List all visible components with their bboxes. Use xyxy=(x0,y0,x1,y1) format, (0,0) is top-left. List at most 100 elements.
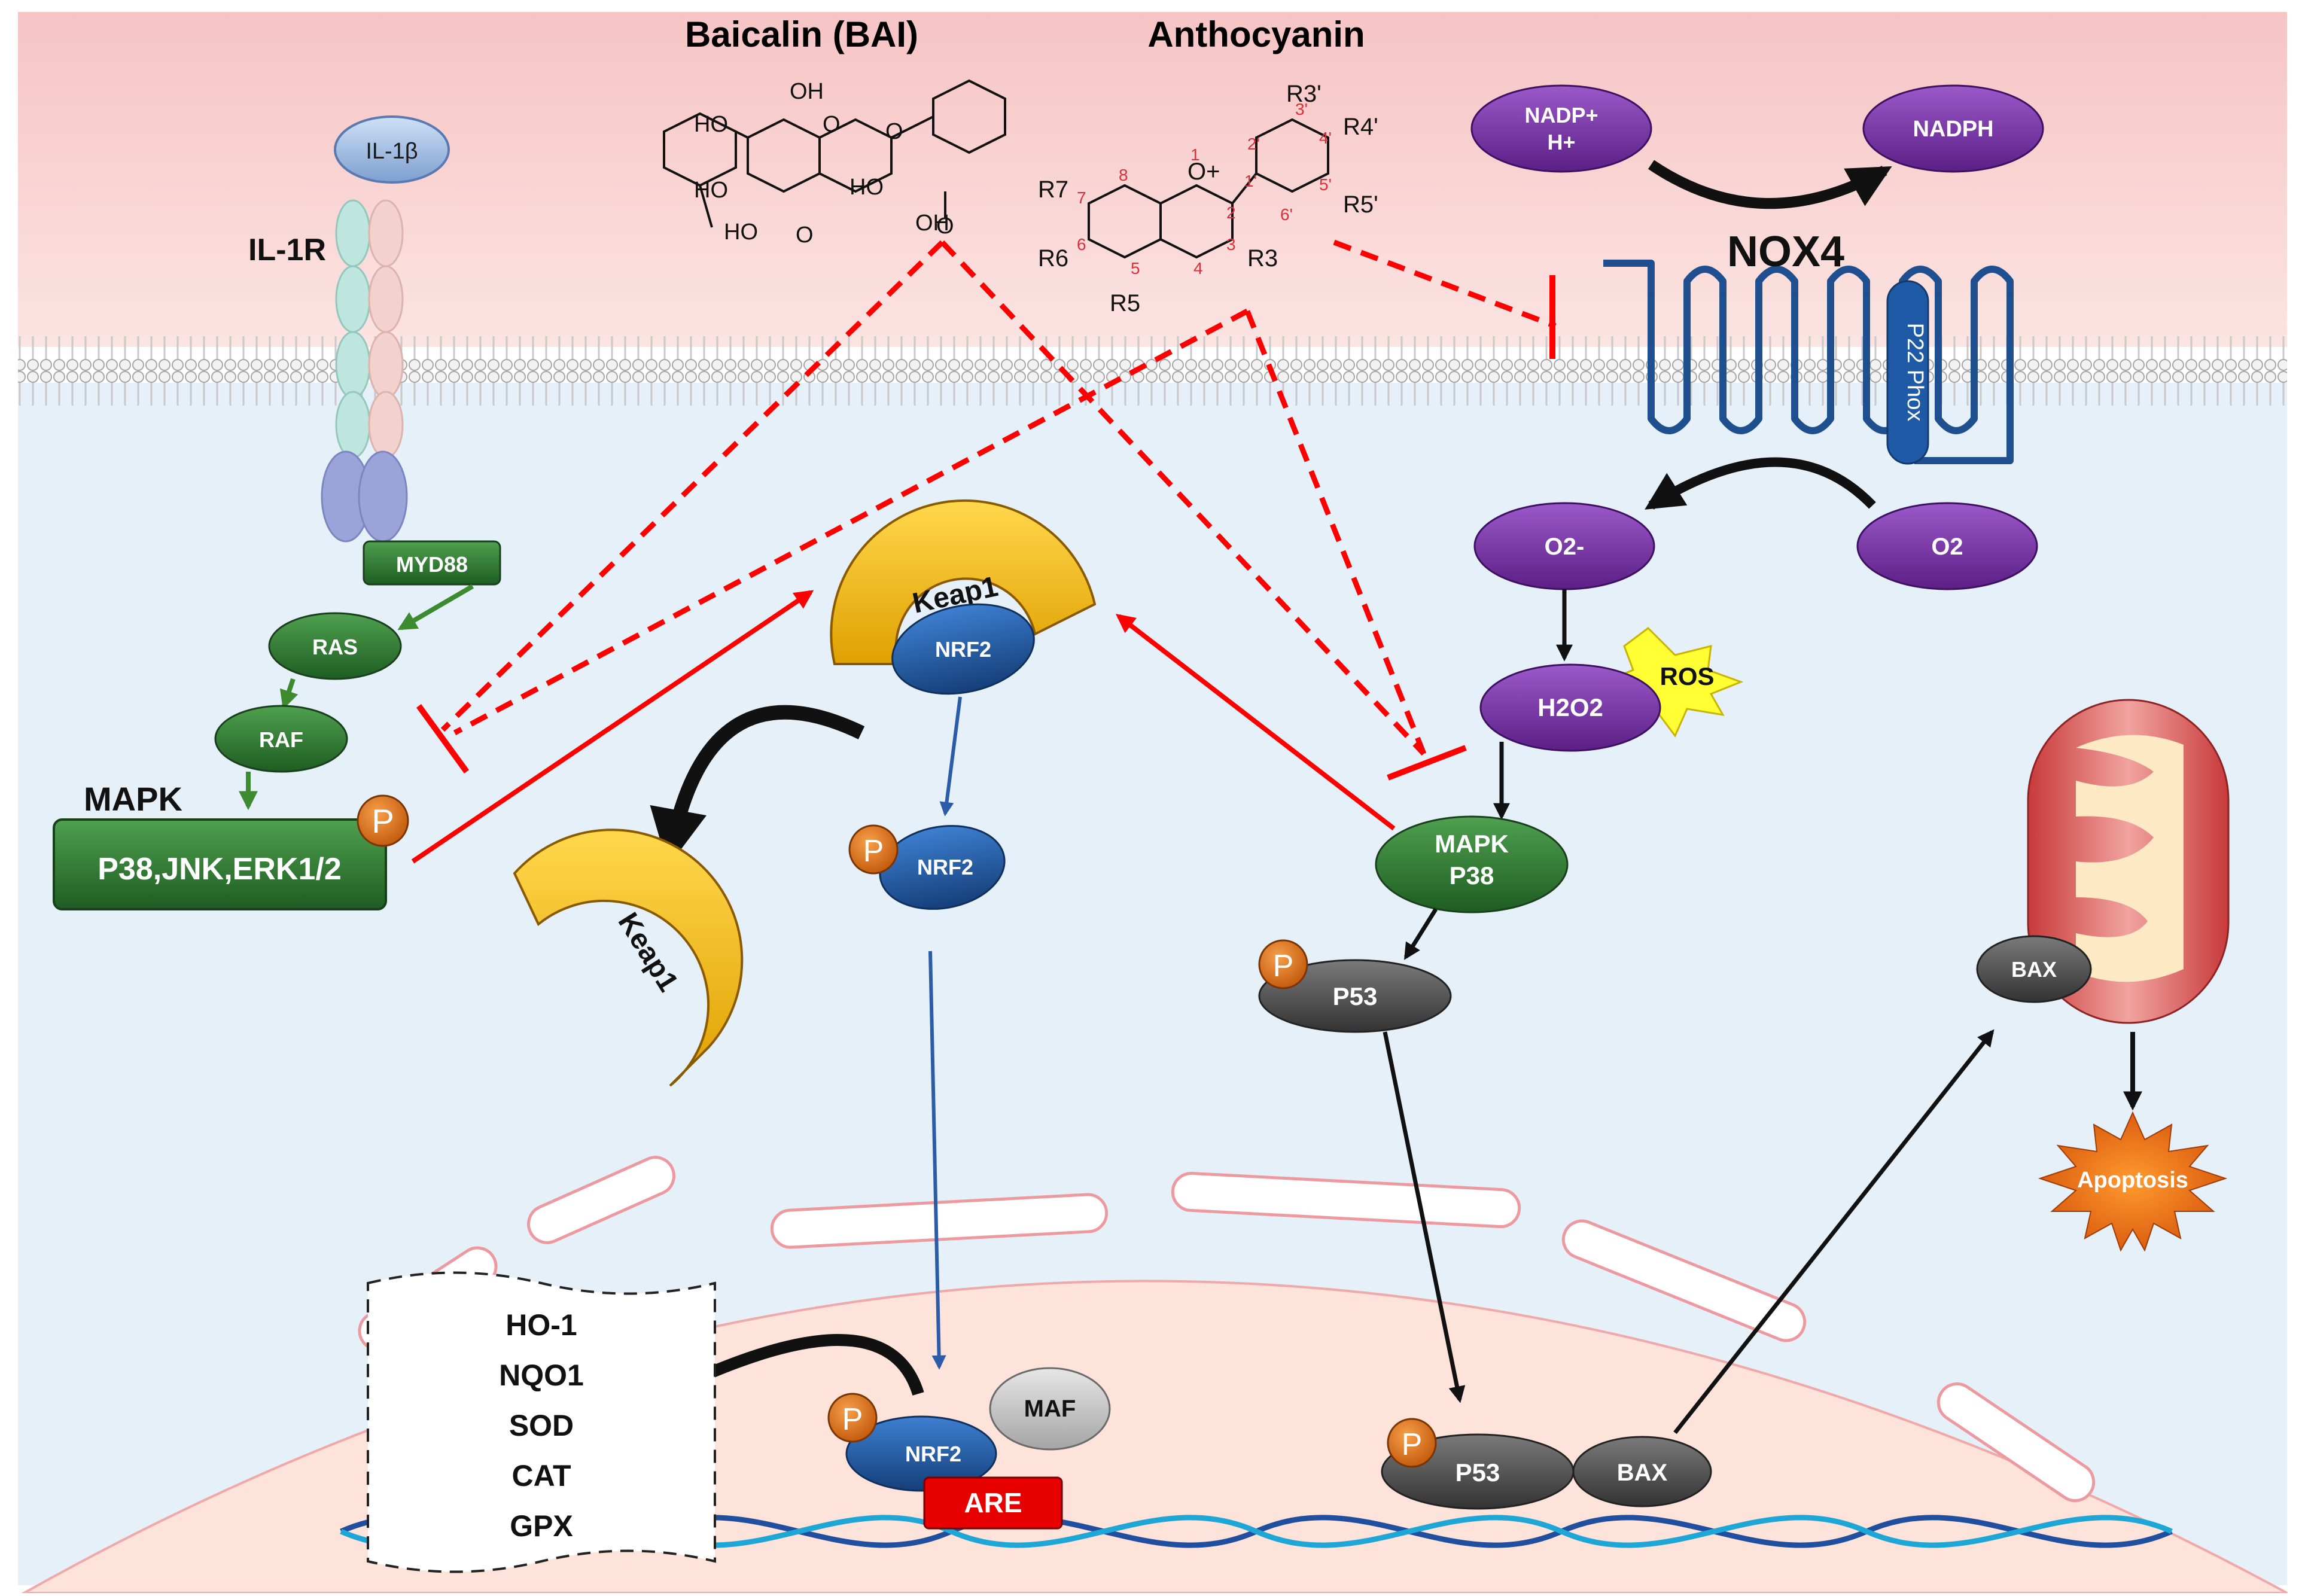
nrf2-bound-node xyxy=(891,603,1035,695)
p53-nuclear-phospho-label: P xyxy=(1402,1427,1423,1462)
nadp-node xyxy=(1470,84,1652,173)
svg-text:R5': R5' xyxy=(1343,191,1378,218)
anthocyanin-atoms: R3' R4' R5' R7 R6 R5 R3 O+ xyxy=(1038,81,1378,316)
p22-phox-label: P22 Phox xyxy=(1902,323,1928,422)
baicalin-title: Baicalin (BAI) xyxy=(685,14,918,54)
nrf2-phospho-label: P xyxy=(863,834,884,869)
p53-phospho-badge xyxy=(1258,939,1308,989)
svg-text:R7: R7 xyxy=(1038,176,1068,203)
mapk-p38-node xyxy=(1375,815,1569,913)
arrow-nrf2-genes xyxy=(655,1334,924,1399)
arrow-ras-raf xyxy=(279,678,299,710)
anthocyanin-title: Anthocyanin xyxy=(1147,14,1365,54)
are-label: ARE xyxy=(964,1487,1022,1518)
svg-text:3': 3' xyxy=(1295,100,1308,118)
h2o2-label: H2O2 xyxy=(1537,693,1603,721)
arrow-nrf2-nucleus xyxy=(928,951,946,1370)
arrow-keap1-release xyxy=(650,705,865,867)
nox4-transmembrane xyxy=(1603,260,2014,464)
svg-text:2': 2' xyxy=(1247,135,1260,153)
arrow-bax-mito xyxy=(1673,1029,1995,1434)
mapk-group-label: MAPK xyxy=(84,780,182,818)
arrow-p38-keap1 xyxy=(1115,614,1396,831)
ros-label: ROS xyxy=(1660,662,1714,690)
o2-node xyxy=(1856,502,2038,590)
svg-text:5': 5' xyxy=(1319,175,1332,194)
mitochondrion-cristae xyxy=(2076,735,2184,982)
svg-text:4: 4 xyxy=(1193,259,1203,278)
keap1-bound xyxy=(830,499,1097,665)
bax-nuclear-node xyxy=(1572,1436,1712,1507)
nrf2-free-node xyxy=(879,825,1006,910)
inhibition-lines xyxy=(416,239,1557,781)
arrow-myd88-ras xyxy=(397,584,474,631)
arrow-p53-nucleus xyxy=(1383,1031,1466,1403)
gene-item: GPX xyxy=(510,1509,573,1543)
mapk-box xyxy=(53,818,387,910)
maf-label: MAF xyxy=(1024,1396,1076,1422)
svg-text:HO: HO xyxy=(694,112,728,137)
svg-text:OH: OH xyxy=(790,79,824,104)
svg-text:R5: R5 xyxy=(1110,290,1140,316)
mapk-p38-line2: P38 xyxy=(1450,861,1494,890)
svg-text:4': 4' xyxy=(1319,129,1332,147)
bax-mito-label: BAX xyxy=(2011,957,2057,982)
p53-nuclear-phospho-badge xyxy=(1387,1418,1437,1468)
nrf2-bound-label: NRF2 xyxy=(935,637,991,662)
svg-text:OH: OH xyxy=(915,211,949,236)
keap1-free xyxy=(513,829,744,1087)
p22-phox-subunit xyxy=(1886,280,1929,465)
svg-text:1': 1' xyxy=(1244,172,1257,190)
target-genes-box xyxy=(367,1271,716,1573)
anthocyanin-position-numbers: 1 2 3 4 5 6 7 8 1' 2' 3' 4' 5' 6' xyxy=(1077,100,1332,278)
p53-phospho-label: P xyxy=(1273,949,1294,983)
il1r-label: IL-1R xyxy=(248,233,326,267)
svg-text:3: 3 xyxy=(1226,235,1236,254)
il1b-label: IL-1β xyxy=(366,139,418,164)
baicalin-structure xyxy=(663,79,1006,228)
apoptosis-label: Apoptosis xyxy=(2077,1168,2188,1193)
h2o2-node xyxy=(1479,663,1661,752)
svg-text:O: O xyxy=(885,119,903,144)
arrow-mapk-keap1 xyxy=(411,590,814,864)
h-plus-label: H+ xyxy=(1547,130,1575,154)
svg-text:O: O xyxy=(823,112,841,137)
nadp-label: NADP+ xyxy=(1524,103,1598,127)
svg-text:O: O xyxy=(796,223,814,248)
nrf2-phospho-badge xyxy=(848,824,899,875)
nox4-label: NOX4 xyxy=(1727,228,1844,276)
svg-text:7: 7 xyxy=(1077,188,1086,207)
svg-text:HO: HO xyxy=(724,220,758,245)
nrf2-nuclear-node xyxy=(845,1415,997,1492)
o2-label: O2 xyxy=(1931,534,1963,560)
arrow-p38-p53 xyxy=(1404,908,1438,960)
svg-text:R3': R3' xyxy=(1286,81,1322,107)
mapk-phospho-badge xyxy=(357,794,409,847)
gene-item: NQO1 xyxy=(499,1359,584,1392)
maf-node xyxy=(989,1367,1111,1451)
baicalin-atoms: OH HO HO HO OH O O HO O O xyxy=(694,79,954,248)
o2-minus-label: O2- xyxy=(1545,534,1585,560)
apoptosis-burst xyxy=(2038,1111,2228,1252)
svg-text:R3: R3 xyxy=(1247,245,1278,272)
gene-item: SOD xyxy=(509,1409,574,1442)
gene-item: HO-1 xyxy=(506,1308,577,1342)
svg-text:8: 8 xyxy=(1119,166,1128,184)
mapk-phospho-label: P xyxy=(372,802,394,840)
raf-node xyxy=(214,705,348,773)
nadph-label: NADPH xyxy=(1913,117,1993,142)
ras-node xyxy=(268,612,402,680)
ras-label: RAS xyxy=(312,635,358,659)
p53-node xyxy=(1258,959,1452,1033)
bax-mito-node xyxy=(1976,935,2092,1003)
il1b-ligand xyxy=(334,115,450,184)
are-element xyxy=(923,1476,1063,1530)
arrow-nadp-nadph xyxy=(1648,160,1892,209)
anthocyanin-structure xyxy=(1088,118,1329,259)
svg-text:R6: R6 xyxy=(1038,245,1068,272)
arrow-o2-o2minus xyxy=(1645,457,1876,510)
svg-text:HO: HO xyxy=(849,175,884,200)
mapk-box-label: P38,JNK,ERK1/2 xyxy=(98,852,342,887)
